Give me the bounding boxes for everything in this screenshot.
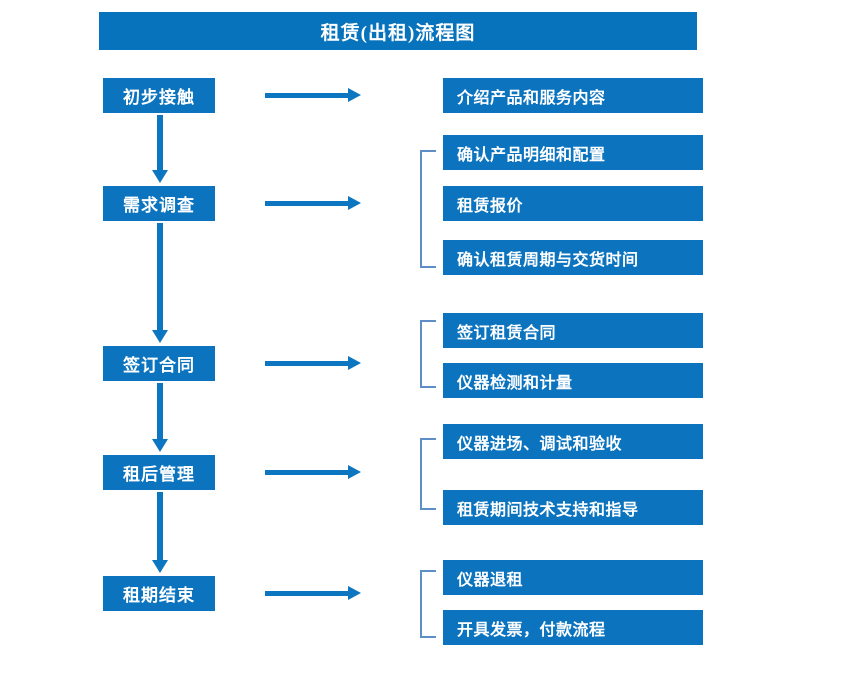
down-arrow-icon-3 [152, 383, 168, 452]
right-arrow-icon-1 [265, 88, 361, 102]
group-bracket-rental-end [420, 570, 436, 638]
stage-box-post-rental-management[interactable]: 租后管理 [103, 455, 215, 490]
stage-box-initial-contact[interactable]: 初步接触 [103, 78, 215, 113]
group-bracket-needs-survey [420, 150, 436, 268]
down-arrow-icon-1 [152, 115, 168, 183]
detail-box-confirm-rental-period[interactable]: 确认租赁周期与交货时间 [443, 240, 703, 275]
detail-box-rental-quote[interactable]: 租赁报价 [443, 186, 703, 221]
group-bracket-post-rental [420, 438, 436, 510]
detail-box-confirm-product-details[interactable]: 确认产品明细和配置 [443, 135, 703, 170]
detail-box-invoice-payment[interactable]: 开具发票，付款流程 [443, 610, 703, 645]
group-bracket-sign-contract [420, 320, 436, 388]
right-arrow-icon-2 [265, 196, 361, 210]
right-arrow-icon-3 [265, 356, 361, 370]
stage-box-sign-contract[interactable]: 签订合同 [103, 346, 215, 381]
detail-box-instrument-delivery[interactable]: 仪器进场、调试和验收 [443, 424, 703, 459]
stage-box-needs-survey[interactable]: 需求调查 [103, 186, 215, 221]
right-arrow-icon-4 [265, 465, 361, 479]
right-arrow-icon-5 [265, 586, 361, 600]
down-arrow-icon-4 [152, 492, 168, 573]
stage-box-rental-end[interactable]: 租期结束 [103, 576, 215, 611]
detail-box-introduce-products[interactable]: 介绍产品和服务内容 [443, 78, 703, 113]
detail-box-instrument-inspection[interactable]: 仪器检测和计量 [443, 363, 703, 398]
detail-box-instrument-return[interactable]: 仪器退租 [443, 560, 703, 595]
detail-box-sign-rental-contract[interactable]: 签订租赁合同 [443, 313, 703, 348]
detail-box-technical-support[interactable]: 租赁期间技术支持和指导 [443, 490, 703, 525]
down-arrow-icon-2 [152, 223, 168, 343]
page-title: 租赁(出租)流程图 [99, 12, 697, 50]
